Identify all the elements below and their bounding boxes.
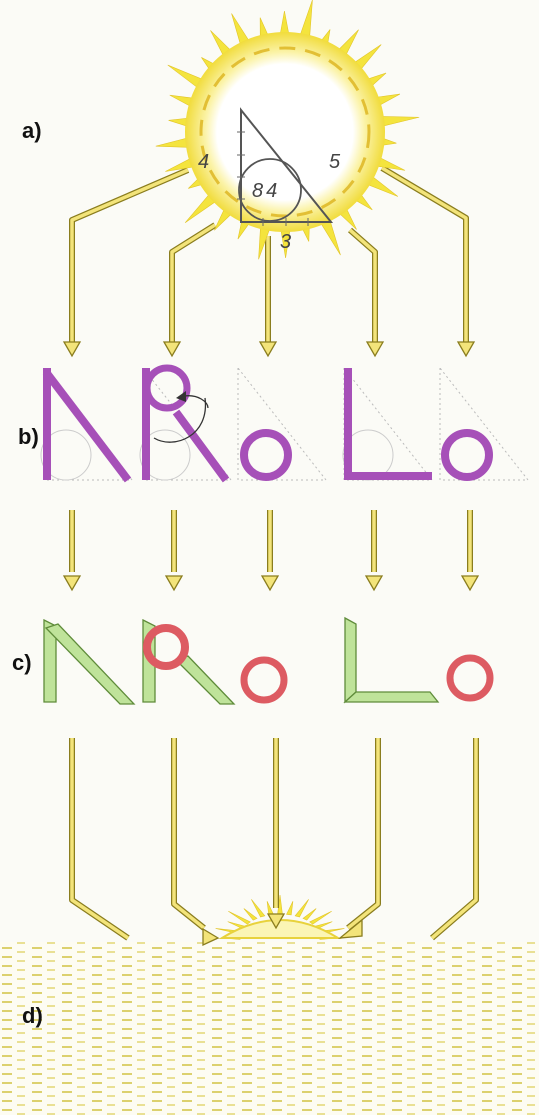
panel-label-c: c) [12, 650, 32, 675]
triangle-side-bottom: 3 [280, 231, 291, 253]
arrow-head [162, 341, 182, 358]
sun-to-glyph-arrows [62, 165, 476, 358]
arrow-head [364, 575, 384, 592]
purple-glyph-5 [439, 366, 530, 481]
triangle-center-number: 84 [252, 180, 280, 202]
horizon-ray [266, 901, 274, 916]
sun-arrow-2 [169, 222, 217, 342]
triangle-side-left: 4 [198, 151, 209, 173]
purple-glyph-row [40, 364, 530, 483]
horizon-ray [243, 908, 258, 921]
arrow-head [456, 341, 476, 358]
purple-glyph-1 [40, 366, 134, 483]
colored-letter-row [43, 616, 494, 705]
bottom-arrow-5-fill [430, 738, 478, 940]
sun-arrow-2-fill [170, 223, 216, 342]
arrow-head [337, 918, 363, 939]
sun-arrow-5-fill [381, 166, 468, 342]
red-ring-1 [240, 656, 288, 704]
arrow-head [460, 575, 480, 592]
green-letter-2 [142, 618, 236, 705]
horizon-ray [228, 910, 251, 925]
triangle-side-right: 5 [329, 151, 341, 173]
purple-glyph-2 [139, 364, 233, 483]
arrow-head [62, 575, 82, 592]
bottom-arrow-1-fill [70, 738, 129, 940]
ground-texture [0, 942, 539, 1115]
bottom-arrow-2-fill [172, 738, 206, 930]
horizon-ray [294, 899, 309, 918]
glyph-to-letter-arrows [62, 510, 480, 592]
letter-to-horizon-arrows [69, 738, 479, 947]
bottom-arrow-4-fill [346, 738, 380, 930]
bottom-arrow-2 [171, 738, 206, 931]
panel-label-b: b) [18, 424, 39, 449]
bottom-arrow-4 [346, 738, 381, 931]
horizon-ray [251, 899, 266, 918]
rotation-arrow-icon [153, 397, 207, 443]
arrow-head [260, 575, 280, 592]
arrow-head [164, 575, 184, 592]
right-triangle-icon: 4 5 3 84 [198, 107, 341, 253]
green-letter-1 [43, 618, 136, 705]
arrow-head [62, 341, 82, 358]
horizon-ray [286, 901, 294, 916]
panel-label-a: a) [22, 118, 42, 143]
sun-arrow-1-fill [70, 168, 189, 342]
arrow-head [258, 341, 278, 358]
arrow-head [202, 927, 220, 947]
arrow-head [266, 913, 286, 930]
bottom-arrow-1 [69, 738, 130, 941]
sun-arrow-4-fill [348, 228, 377, 342]
arrow-head [365, 341, 385, 358]
horizon-ray [309, 910, 332, 925]
purple-glyph-4 [342, 366, 434, 481]
horizon-sun-icon [215, 895, 345, 940]
sun-icon [155, 0, 420, 260]
green-letter-3 [343, 616, 440, 704]
panel-label-d: d) [22, 1003, 43, 1028]
horizon-ray [302, 908, 317, 921]
purple-glyph-3 [237, 366, 328, 481]
red-ring-2 [446, 654, 494, 702]
